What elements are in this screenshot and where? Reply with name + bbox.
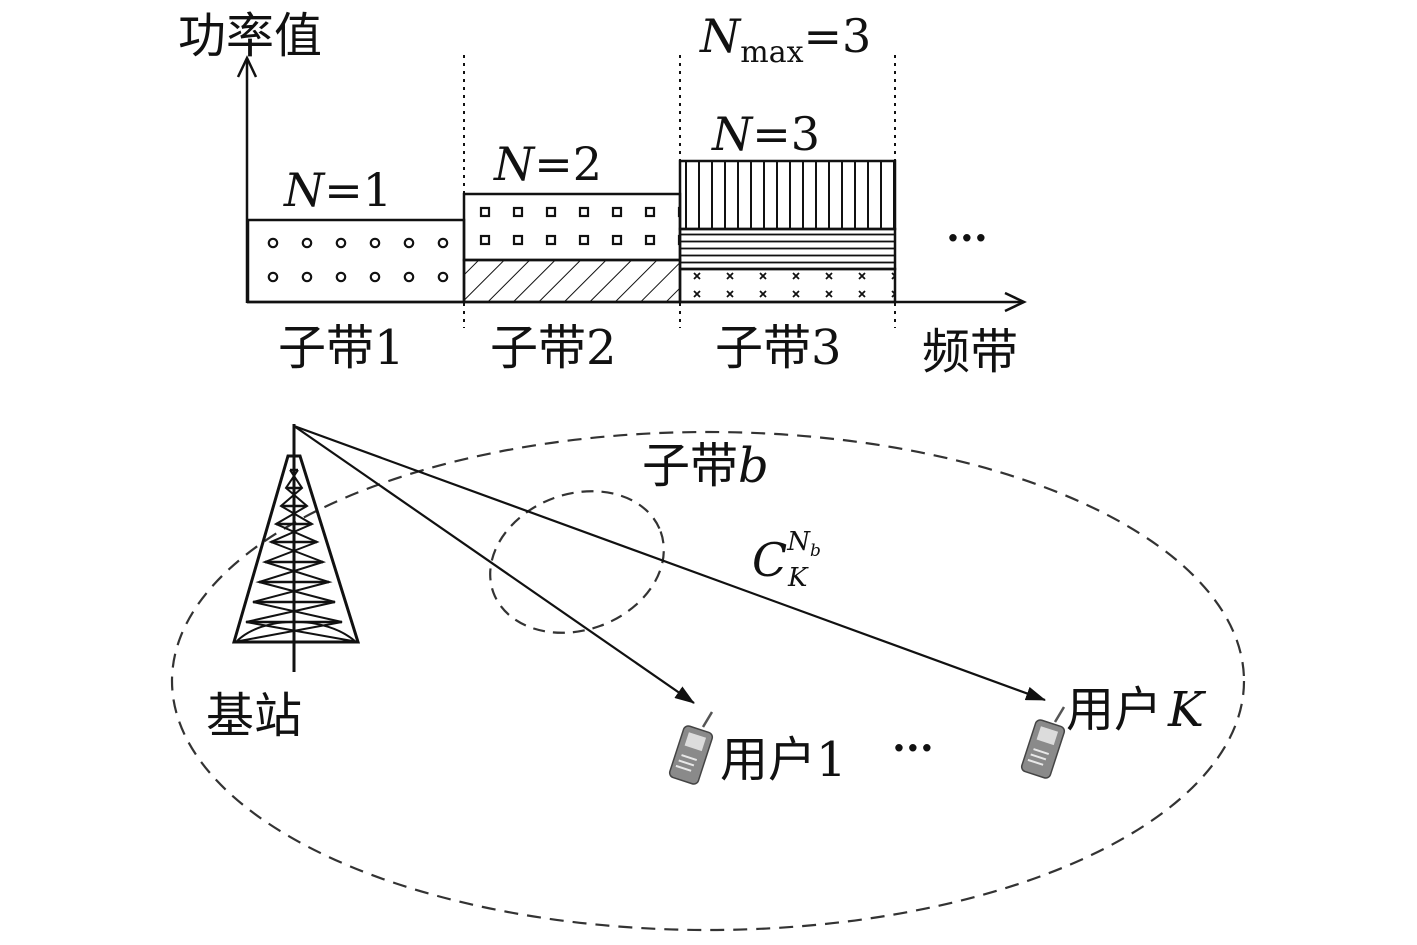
subband-1-block <box>246 218 466 304</box>
base-station-tower-icon <box>232 424 361 672</box>
subband-b-ellipse <box>489 490 665 634</box>
subband-1-label: 子带1 <box>278 320 405 376</box>
subband-3-label: 子带3 <box>715 320 842 376</box>
users-ellipsis: ··· <box>892 725 934 772</box>
subband-b-label: 子带b <box>642 438 769 494</box>
user-1-phone-icon <box>668 711 714 785</box>
combination-subscript: K <box>787 563 809 593</box>
combination-label: CNb <box>752 527 821 587</box>
user-k-phone-icon <box>1020 706 1066 779</box>
subband-3-n-label: N=3 <box>711 107 820 161</box>
x-axis-label: 频带 <box>922 324 1018 380</box>
subband-3-block <box>678 159 897 304</box>
link-arrow-user-1 <box>293 425 695 704</box>
subband-2-block <box>462 192 682 304</box>
power-chart: 功率值 频带 N=1 N=2 N=3 N <box>178 8 1027 380</box>
subband-2-label: 子带2 <box>490 320 617 376</box>
chart-ellipsis: ··· <box>946 215 988 262</box>
y-axis-label: 功率值 <box>178 8 322 64</box>
nmax-label: Nmax=3 <box>699 9 871 70</box>
subband-2-n-label: N=2 <box>493 137 602 191</box>
x-axis-arrow <box>1004 291 1027 313</box>
base-station-label: 基站 <box>206 688 302 744</box>
subband-1-n-label: N=1 <box>283 163 392 217</box>
cell-coverage-ellipse <box>170 430 1246 932</box>
y-axis-arrow <box>236 55 258 78</box>
link-arrow-user-k <box>293 424 1046 702</box>
user-1-label: 用户1 <box>720 732 847 788</box>
